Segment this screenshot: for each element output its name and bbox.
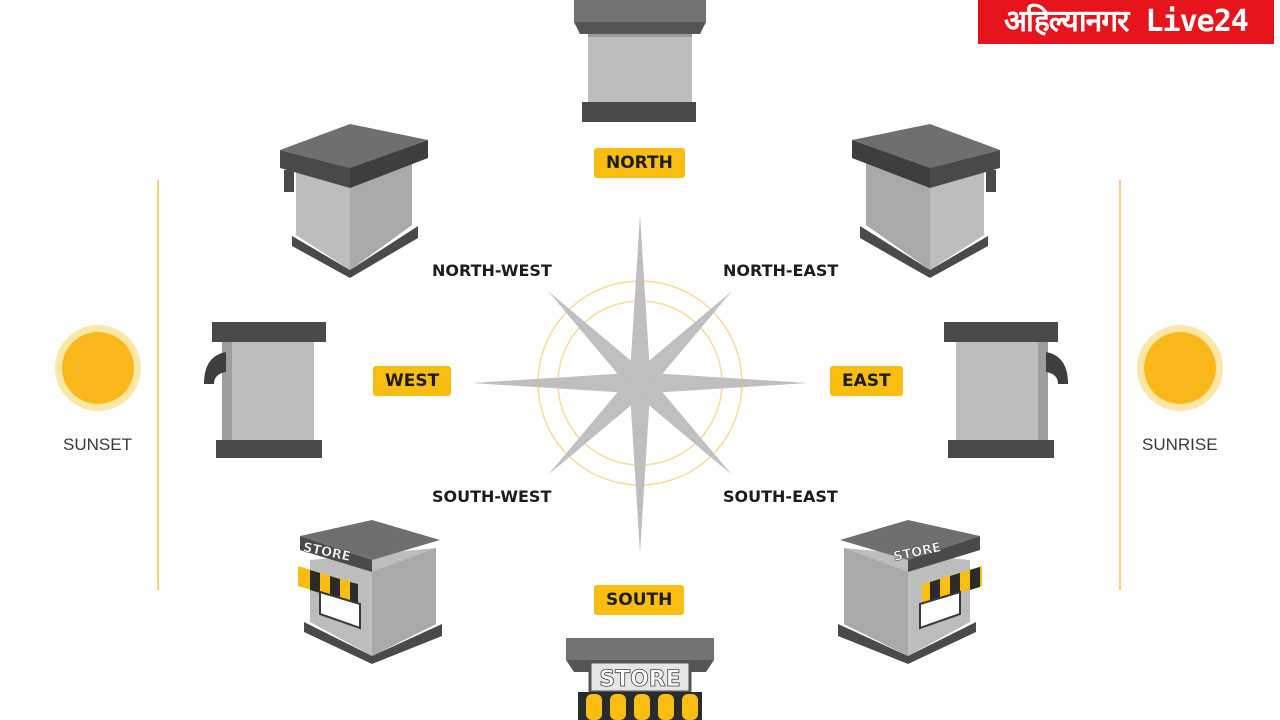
building-north-west	[280, 124, 428, 278]
store-awning-south	[578, 692, 702, 720]
label-north-east: NORTH-EAST	[723, 261, 839, 280]
store-south-west	[298, 520, 442, 664]
store-sign-south: STORE	[599, 667, 681, 692]
label-west: WEST	[373, 366, 452, 396]
label-east: EAST	[830, 366, 903, 396]
sunrise-sun-icon	[1137, 325, 1223, 411]
building-west	[204, 322, 326, 458]
building-north	[574, 0, 706, 122]
store-south-east	[838, 520, 982, 664]
building-north-east	[852, 124, 1000, 278]
label-south: SOUTH	[594, 585, 685, 615]
compass-star-icon	[472, 215, 808, 553]
label-sunrise: SUNRISE	[1142, 435, 1218, 454]
site-logo[interactable]: अहिल्यानगर Live24	[978, 0, 1274, 44]
label-south-west: SOUTH-WEST	[432, 487, 552, 506]
store-awning-se	[922, 566, 982, 604]
label-north-west: NORTH-WEST	[432, 261, 552, 280]
store-awning-sw	[298, 566, 358, 604]
label-south-east: SOUTH-EAST	[723, 487, 838, 506]
store-south	[566, 638, 714, 720]
label-sunset: SUNSET	[63, 435, 132, 454]
label-north: NORTH	[594, 148, 685, 178]
building-east	[944, 322, 1068, 458]
sunset-sun-icon	[55, 325, 141, 411]
